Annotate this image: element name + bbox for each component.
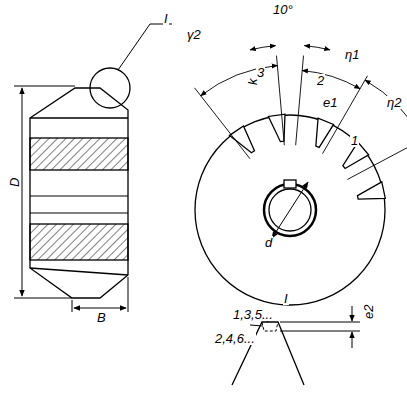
angle-line [276, 56, 284, 146]
dimension-label: B [96, 311, 107, 324]
dimension-label: D [8, 177, 21, 188]
dimension-lines [14, 86, 128, 312]
tooth-gash [357, 182, 385, 199]
view-callout: I [283, 292, 289, 305]
dimension-label: d [264, 236, 273, 249]
dimension-label: 10° [272, 3, 294, 16]
angle-line [195, 88, 250, 159]
angle-arc [250, 46, 276, 50]
dimension-label: γ2 [186, 28, 202, 41]
dimension-label: 1,3,5... [232, 308, 274, 321]
dimension-label: e1 [322, 96, 338, 109]
dimension-label: η1 [344, 48, 360, 61]
side-view [30, 24, 172, 298]
angle-arc [304, 46, 330, 50]
angle-arc [302, 71, 360, 89]
dimension-label: e2 [362, 304, 375, 320]
dimension-label: 2,4,6... [214, 332, 256, 345]
angle-arc [365, 80, 407, 139]
dimension-label: 3 [256, 66, 265, 79]
tooth-gash [316, 118, 334, 147]
view-callout: I [163, 12, 169, 25]
angle-arc [201, 66, 278, 96]
tooth-detail [232, 306, 360, 385]
front-view [195, 46, 407, 305]
dimension-label: 2 [316, 74, 325, 87]
angle-line [323, 76, 368, 154]
angle-line [296, 56, 304, 146]
dimension-label: 1 [350, 134, 359, 147]
dimension-label: η2 [386, 96, 402, 109]
